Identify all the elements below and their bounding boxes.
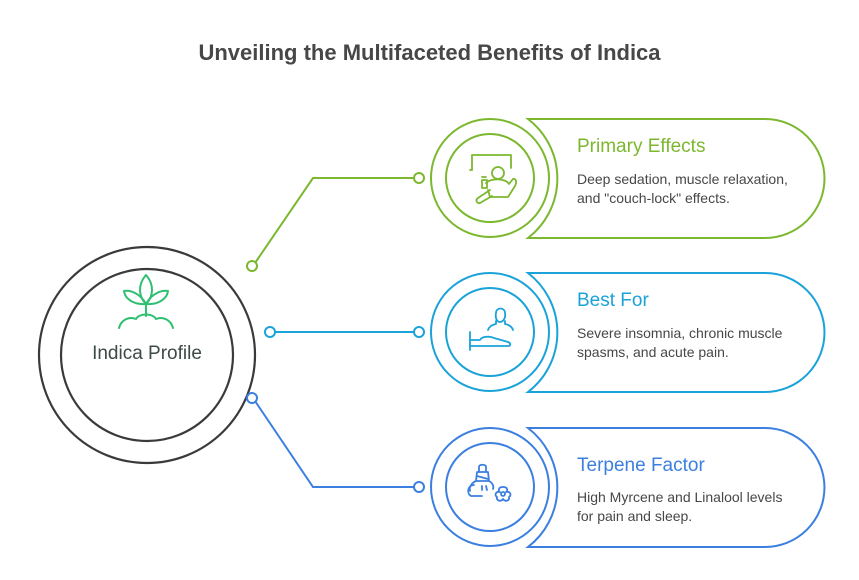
card-body-primary-effects: Deep sedation, muscle relaxation, and "c… (577, 171, 788, 206)
connector-primary-effects (246, 172, 425, 272)
card-terpene-factor-shape (430, 427, 826, 548)
connector-terpene-factor (246, 392, 425, 493)
card-title-primary-effects: Primary Effects (577, 136, 706, 157)
card-body-best-for: Severe insomnia, chronic muscle spasms, … (577, 325, 783, 360)
card-best-for-shape (430, 272, 826, 393)
card-primary-effects-shape (430, 118, 826, 239)
essential-oil-flower-icon (467, 463, 512, 502)
card-title-terpene-factor: Terpene Factor (577, 455, 705, 476)
page-title: Unveiling the Multifaceted Benefits of I… (198, 40, 661, 65)
connector-best-for (264, 326, 425, 338)
person-in-bed-icon (469, 307, 514, 351)
person-relaxing-in-chair-icon (469, 154, 517, 205)
cannabis-leaf-icon (118, 274, 174, 329)
center-node (37, 245, 257, 465)
card-title-best-for: Best For (577, 290, 649, 311)
card-body-terpene-factor: High Myrcene and Linalool levels for pai… (577, 489, 783, 524)
center-label: Indica Profile (92, 343, 202, 364)
